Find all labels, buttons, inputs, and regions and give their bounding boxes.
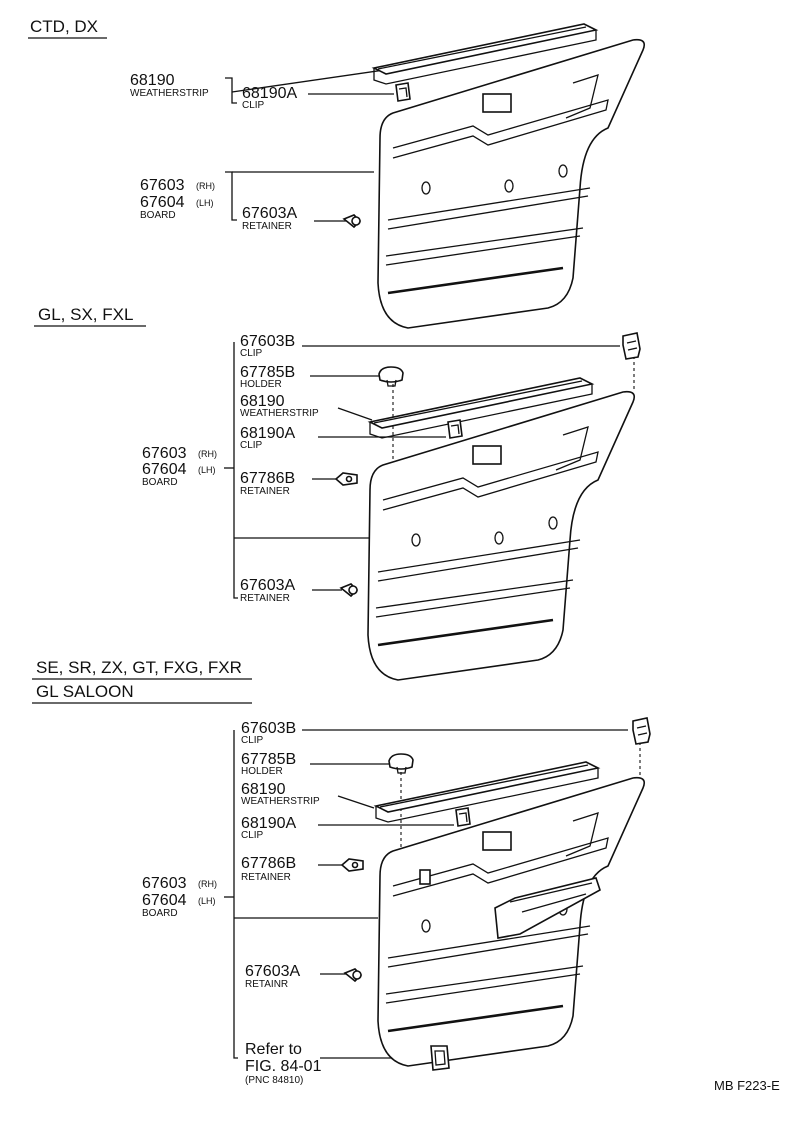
section-gl-sx-fxl: GL, SX, FXL 67603B CLIP 67785B HOLDER 68… bbox=[34, 305, 641, 682]
part-description: CLIP bbox=[240, 348, 263, 359]
part-description: RETAINER bbox=[240, 593, 290, 604]
part-number: 67604 bbox=[142, 892, 187, 909]
retainer-67786b bbox=[341, 858, 364, 872]
reference-note: Refer to bbox=[245, 1041, 302, 1058]
part-description: CLIP bbox=[241, 830, 264, 841]
part-description: CLIP bbox=[241, 735, 264, 746]
part-number: 67604 bbox=[142, 461, 187, 478]
handle-bezel bbox=[419, 869, 431, 885]
section-se-sr-zx: SE, SR, ZX, GT, FXG, FXR GL SALOON 67603… bbox=[32, 658, 651, 1086]
part-description: HOLDER bbox=[241, 766, 283, 777]
part-number: 68190A bbox=[240, 425, 295, 442]
part-suffix: (RH) bbox=[198, 449, 217, 459]
clip-68190a bbox=[447, 419, 463, 439]
part-number: 67786B bbox=[240, 470, 295, 487]
part-description: RETAINER bbox=[241, 872, 291, 883]
part-description: WEATHERSTRIP bbox=[240, 408, 319, 419]
part-description: BOARD bbox=[140, 210, 176, 221]
holder-67785b bbox=[378, 366, 404, 387]
part-number: 68190 bbox=[130, 72, 175, 89]
clip-68190a bbox=[395, 82, 411, 102]
part-suffix: (LH) bbox=[198, 465, 216, 475]
part-number: 67603 bbox=[142, 445, 187, 462]
part-number: 68190A bbox=[242, 85, 297, 102]
clip-67603b bbox=[632, 717, 651, 745]
figure-code: MB F223-E bbox=[714, 1078, 780, 1093]
section-heading-2: GL SALOON bbox=[36, 682, 134, 701]
part-number: 68190 bbox=[241, 781, 286, 798]
part-description: RETAINER bbox=[240, 486, 290, 497]
section-heading: GL, SX, FXL bbox=[38, 305, 133, 324]
part-number: 67785B bbox=[241, 751, 296, 768]
retainer-67603a bbox=[343, 214, 361, 228]
part-number: 67603A bbox=[240, 577, 295, 594]
part-suffix: (LH) bbox=[196, 198, 214, 208]
retainer-67603a bbox=[344, 968, 362, 982]
reference-pnc: (PNC 84810) bbox=[245, 1075, 303, 1086]
part-number: 67603A bbox=[242, 205, 297, 222]
part-description: CLIP bbox=[240, 440, 263, 451]
holder-67785b bbox=[388, 753, 414, 774]
part-number: 67603 bbox=[140, 177, 185, 194]
section-ctd-dx: CTD, DX 68190 WEATHERSTRIP 68190A CLIP 6… bbox=[28, 17, 646, 330]
part-description: BOARD bbox=[142, 908, 178, 919]
part-number: 67785B bbox=[240, 364, 295, 381]
part-number: 68190A bbox=[241, 815, 296, 832]
part-number: 68190 bbox=[240, 393, 285, 410]
section-heading: CTD, DX bbox=[30, 17, 98, 36]
reference-figure: FIG. 84-01 bbox=[245, 1058, 322, 1075]
part-description: CLIP bbox=[242, 100, 265, 111]
part-number: 67603B bbox=[241, 720, 296, 737]
retainer-67786b bbox=[335, 472, 358, 486]
part-suffix: (RH) bbox=[196, 181, 215, 191]
part-number: 67786B bbox=[241, 855, 296, 872]
section-heading: SE, SR, ZX, GT, FXG, FXR bbox=[36, 658, 242, 677]
handle-part-84810 bbox=[430, 1045, 450, 1071]
part-description: WEATHERSTRIP bbox=[241, 796, 320, 807]
clip-68190a bbox=[455, 807, 471, 827]
part-description: WEATHERSTRIP bbox=[130, 88, 209, 99]
part-number: 67604 bbox=[140, 194, 185, 211]
clip-67603b bbox=[622, 332, 641, 360]
part-description: RETAINER bbox=[242, 221, 292, 232]
retainer-67603a bbox=[340, 583, 358, 597]
part-number: 67603B bbox=[240, 333, 295, 350]
part-description: BOARD bbox=[142, 477, 178, 488]
part-description: HOLDER bbox=[240, 379, 282, 390]
part-suffix: (LH) bbox=[198, 896, 216, 906]
part-description: RETAINR bbox=[245, 979, 288, 990]
door-trim-board bbox=[376, 38, 646, 330]
part-number: 67603A bbox=[245, 963, 300, 980]
armrest bbox=[494, 877, 601, 939]
door-trim-board bbox=[366, 390, 636, 682]
part-number: 67603 bbox=[142, 875, 187, 892]
part-suffix: (RH) bbox=[198, 879, 217, 889]
